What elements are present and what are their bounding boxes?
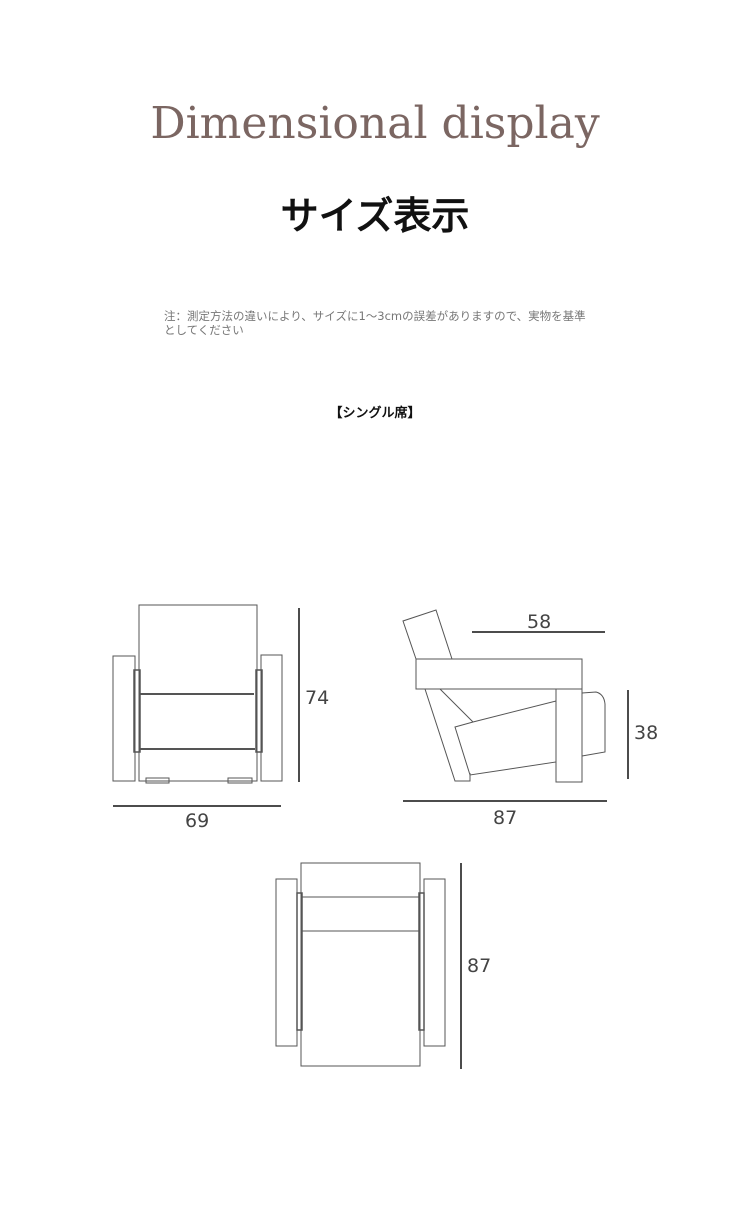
side-back-slant bbox=[439, 688, 474, 723]
top-left-strip bbox=[296, 892, 303, 1031]
front-right-strip bbox=[255, 669, 263, 753]
top-right-strip bbox=[418, 892, 425, 1031]
top-view bbox=[275, 862, 446, 1067]
section-label: 【シングル席】 bbox=[329, 406, 421, 421]
side-seat-height-label: 38 bbox=[634, 722, 658, 744]
front-width-label: 69 bbox=[185, 810, 209, 832]
front-view bbox=[112, 604, 283, 784]
side-back-cushion bbox=[581, 691, 606, 757]
side-view bbox=[402, 609, 606, 783]
page-title: Dimensional display bbox=[150, 98, 600, 149]
top-cushion-band bbox=[300, 896, 421, 932]
side-backrest bbox=[402, 609, 453, 660]
measurement-note: 注：測定方法の違いにより、サイズに1〜3cmの誤差がありますので、実物を基準とし… bbox=[164, 309, 586, 337]
front-right-arm bbox=[260, 654, 283, 782]
front-left-arm bbox=[112, 655, 136, 782]
front-left-strip bbox=[133, 669, 141, 753]
top-left-arm bbox=[275, 878, 298, 1047]
side-depth-label: 87 bbox=[493, 807, 517, 829]
top-depth-label: 87 bbox=[467, 955, 491, 977]
side-front-leg bbox=[424, 688, 471, 782]
side-seat-depth-label: 58 bbox=[527, 611, 551, 633]
front-back-panel bbox=[138, 604, 258, 782]
top-right-arm bbox=[423, 878, 446, 1047]
front-height-label: 74 bbox=[305, 687, 329, 709]
top-seat bbox=[300, 862, 421, 1067]
side-back-leg bbox=[555, 689, 583, 783]
side-armrest bbox=[415, 658, 583, 690]
side-cushion bbox=[454, 700, 557, 776]
front-foot-right bbox=[227, 777, 253, 784]
front-foot-left bbox=[145, 777, 170, 784]
page-subtitle: サイズ表示 bbox=[280, 194, 470, 238]
